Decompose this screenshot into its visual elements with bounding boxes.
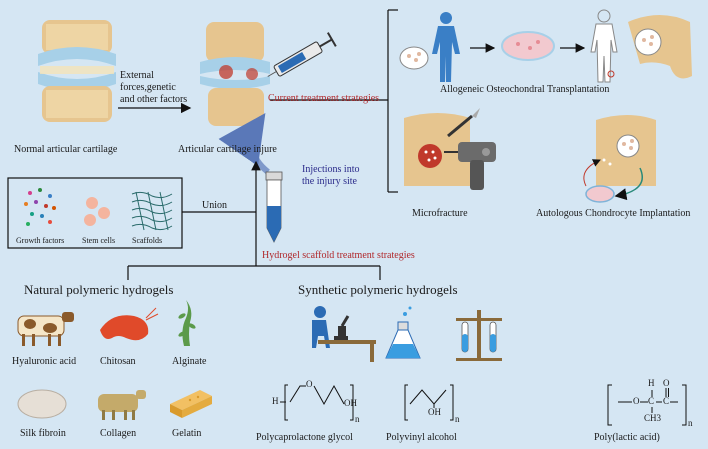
bone-graft-icon bbox=[628, 15, 692, 79]
scalpel-icon bbox=[447, 108, 480, 138]
bone-autologous-icon bbox=[596, 115, 656, 186]
cell-dish-icon bbox=[585, 185, 615, 203]
autologous-label: Autologous Chondrocyte Implantation bbox=[536, 208, 691, 219]
pla-subscript-n: n bbox=[688, 418, 693, 428]
injection-label-line2: the injury site bbox=[302, 176, 357, 187]
scaffolds-icon bbox=[131, 191, 173, 231]
cow-icon bbox=[17, 312, 74, 346]
factors-label-line2: forces,genetic bbox=[120, 82, 176, 93]
pla-o-atom: O bbox=[633, 396, 640, 406]
test-tube-rack-icon bbox=[456, 310, 502, 361]
injury-label: Articular cartilage injure bbox=[178, 144, 277, 155]
pla-carbonyl-o-atom: O bbox=[663, 378, 670, 388]
pla-c1-atom: C bbox=[648, 396, 655, 406]
flask-icon bbox=[385, 306, 421, 359]
pcl-h-atom: H bbox=[272, 396, 279, 406]
factors-label-line1: External bbox=[120, 70, 154, 81]
test-tube-icon bbox=[265, 171, 283, 243]
growth-factors-label: Growth factors bbox=[16, 236, 65, 245]
syringe-icon bbox=[267, 32, 337, 77]
pcl-label: Polycaprolactone glycol bbox=[256, 432, 353, 443]
current-strategies-label: Current treatment strategies bbox=[268, 93, 380, 104]
pla-methyl-group: CH3 bbox=[644, 413, 662, 423]
injection-label-line1: Injections into bbox=[302, 164, 360, 175]
silk-fibroin-label: Silk fibroin bbox=[20, 428, 66, 439]
injured-joint-icon bbox=[200, 22, 270, 126]
surgical-drill-icon bbox=[444, 142, 496, 190]
seaweed-icon bbox=[178, 300, 196, 346]
pla-c2-atom: C bbox=[663, 396, 670, 406]
union-box bbox=[7, 177, 183, 249]
allogeneic-label: Allogeneic Osteochondral Transplantation bbox=[440, 84, 610, 95]
pva-subscript-n: n bbox=[455, 414, 460, 424]
pcl-structure-drawing bbox=[280, 384, 354, 421]
petri-dish-small-icon bbox=[399, 46, 429, 70]
natural-hydrogels-title: Natural polymeric hydrogels bbox=[24, 282, 174, 297]
gelatin-icon bbox=[170, 390, 212, 418]
stem-cells-icon bbox=[84, 197, 110, 226]
union-label: Union bbox=[202, 200, 227, 211]
growth-factors-icon bbox=[24, 188, 56, 226]
pva-label: Polyvinyl alcohol bbox=[386, 432, 457, 443]
factors-label-line3: and other factors bbox=[120, 94, 188, 105]
alginate-label: Alginate bbox=[172, 356, 207, 367]
pva-structure-drawing bbox=[404, 384, 454, 421]
cow-collagen-icon bbox=[98, 390, 146, 420]
pcl-oh-group: OH bbox=[344, 398, 357, 408]
scaffolds-label: Scaffolds bbox=[132, 236, 163, 245]
normal-joint-icon bbox=[38, 20, 116, 122]
hydrogel-strategies-label: Hydrogel scaffold treatment strategies bbox=[262, 250, 415, 261]
culture-dish-icon bbox=[501, 31, 555, 61]
human-figure-blue-icon bbox=[432, 12, 460, 82]
chitosan-label: Chitosan bbox=[100, 356, 136, 367]
pcl-o-atom: O bbox=[306, 379, 313, 389]
pla-label: Poly(lactic acid) bbox=[594, 432, 660, 443]
microfracture-label: Microfracture bbox=[412, 208, 468, 219]
human-outline-icon bbox=[590, 9, 618, 83]
pcl-subscript-n: n bbox=[355, 414, 360, 424]
silk-fibroin-icon bbox=[17, 389, 67, 419]
pla-structure-drawing bbox=[607, 384, 687, 426]
shrimp-icon bbox=[100, 307, 159, 341]
gelatin-label: Gelatin bbox=[172, 428, 202, 439]
synthetic-hydrogels-title: Synthetic polymeric hydrogels bbox=[298, 282, 458, 297]
stem-cells-label: Stem cells bbox=[82, 236, 116, 245]
normal-cartilage-label: Normal articular cartilage bbox=[14, 144, 118, 155]
pva-oh-group: OH bbox=[428, 407, 441, 417]
pla-h-atom: H bbox=[648, 378, 655, 388]
collagen-label: Collagen bbox=[100, 428, 137, 439]
hyaluronic-acid-label: Hyaluronic acid bbox=[12, 356, 77, 367]
scientist-microscope-icon bbox=[312, 306, 376, 362]
